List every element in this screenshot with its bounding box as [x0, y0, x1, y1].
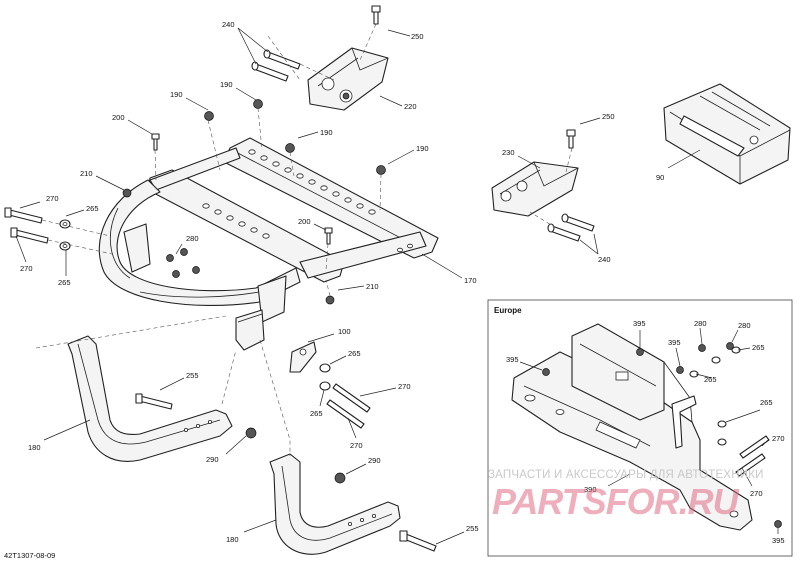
inset-callout-280-a: 280 [694, 319, 707, 328]
bolt-250-right [566, 129, 576, 149]
inset-callout-265-b: 265 [704, 375, 717, 384]
bracket-100 [289, 341, 317, 373]
callout-255-b: 255 [466, 524, 479, 533]
callout-270-d: 270 [350, 441, 363, 450]
nut-290-right [334, 472, 346, 484]
watermark-logo-text: PARTSFOR.RU [492, 481, 740, 522]
callout-230: 230 [502, 148, 515, 157]
inset-callout-395-c: 395 [668, 338, 681, 347]
callout-265-d: 265 [310, 409, 323, 418]
bolts-270-left [4, 207, 49, 244]
callout-labels: 250 240 220 190 190 190 190 200 200 210 … [20, 20, 664, 544]
callout-265-c: 265 [348, 349, 361, 358]
callout-180-a: 180 [28, 443, 41, 452]
step-bar-180-left [67, 335, 233, 462]
callout-265-a: 265 [86, 204, 99, 213]
europe-inset: Europe [487, 299, 793, 557]
inset-callout-395-a: 395 [633, 319, 646, 328]
inset-title: Europe [494, 306, 522, 315]
latch-bracket-230 [491, 161, 579, 217]
inset-callout-265-c: 265 [760, 398, 773, 407]
callout-200-a: 200 [112, 113, 125, 122]
inset-callout-395-d: 395 [772, 536, 785, 545]
bolt-255-left [135, 393, 173, 410]
washers-265-mid [319, 363, 331, 391]
license-plate-bracket [511, 323, 753, 531]
bolt-255-right [399, 530, 437, 552]
callout-290-a: 290 [206, 455, 219, 464]
callout-90: 90 [656, 173, 664, 182]
bolts-200 [151, 133, 333, 245]
callout-280: 280 [186, 234, 199, 243]
leader-lines [15, 27, 701, 545]
callout-210-a: 210 [80, 169, 93, 178]
washers-265-left [59, 219, 71, 251]
watermark-logo: PARTSFOR.RU [492, 481, 741, 522]
callout-250-right: 250 [602, 112, 615, 121]
callout-190-d: 190 [416, 144, 429, 153]
callout-190-a: 190 [170, 90, 183, 99]
callout-270-c: 270 [398, 382, 411, 391]
callout-270-b: 270 [20, 264, 33, 273]
inset-border [487, 299, 793, 557]
callout-240-right: 240 [598, 255, 611, 264]
assembly-lines [35, 23, 573, 456]
inset-callout-280-b: 280 [738, 321, 751, 330]
callout-200-b: 200 [298, 217, 311, 226]
tool-kit-90 [663, 83, 791, 185]
callout-170: 170 [464, 276, 477, 285]
bolts-270-mid [326, 383, 371, 429]
watermark-tagline: ЗАПЧАСТИ И АКСЕССУАРЫ ДЛЯ АВТОТЕХНИКИ [488, 469, 764, 481]
bolt-250-top [371, 5, 381, 25]
callout-190-b: 190 [220, 80, 233, 89]
callout-180-b: 180 [226, 535, 239, 544]
inset-callout-395-b: 395 [506, 355, 519, 364]
drawing-reference-code: 42T1307-08-09 [4, 551, 55, 560]
rear-rack-frame [98, 137, 439, 351]
callout-250-top: 250 [411, 32, 424, 41]
callout-270-a: 270 [46, 194, 59, 203]
inset-callout-270-a: 270 [772, 434, 785, 443]
nuts-210 [122, 188, 335, 305]
inset-callout-390: 390 [584, 485, 597, 494]
nut-290-left [245, 427, 257, 439]
inset-callout-265-a: 265 [752, 343, 765, 352]
step-bar-180-right [269, 453, 401, 555]
latch-bracket-220 [307, 47, 389, 111]
callout-290-b: 290 [368, 456, 381, 465]
callout-210-b: 210 [366, 282, 379, 291]
callout-190-c: 190 [320, 128, 333, 137]
bolts-240-top [251, 49, 301, 82]
callout-240-top: 240 [222, 20, 235, 29]
bolts-240-right [547, 213, 595, 242]
callout-100: 100 [338, 327, 351, 336]
rail-holes [202, 149, 413, 253]
callout-220: 220 [404, 102, 417, 111]
nuts-280 [166, 248, 200, 278]
inset-callout-270-b: 270 [750, 489, 763, 498]
callout-255-a: 255 [186, 371, 199, 380]
callout-265-b: 265 [58, 278, 71, 287]
